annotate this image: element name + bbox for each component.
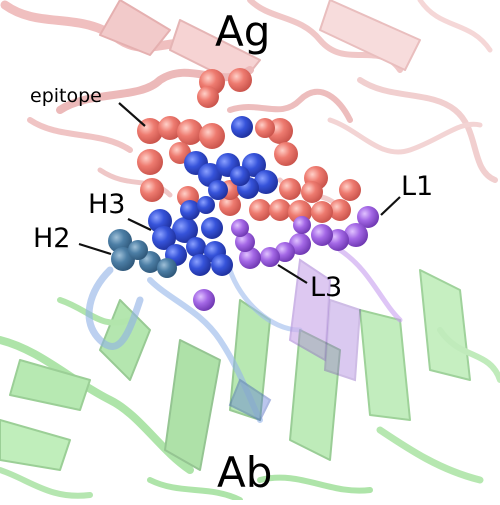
h2-atoms [108, 229, 177, 278]
l3-label: L3 [310, 272, 342, 303]
light-chain-atoms [193, 206, 379, 311]
antigen-label: Ag [215, 7, 270, 56]
antibody-label: Ab [217, 448, 272, 497]
h3-label: H3 [88, 189, 125, 220]
epitope-label: epitope [30, 85, 102, 107]
chain-ribbons [85, 247, 403, 423]
antigen-ribbon [0, 0, 498, 213]
h2-label: H2 [33, 223, 70, 254]
leader-lines [78, 102, 401, 284]
epitope-atoms [137, 68, 361, 224]
l1-label: L1 [401, 171, 433, 202]
